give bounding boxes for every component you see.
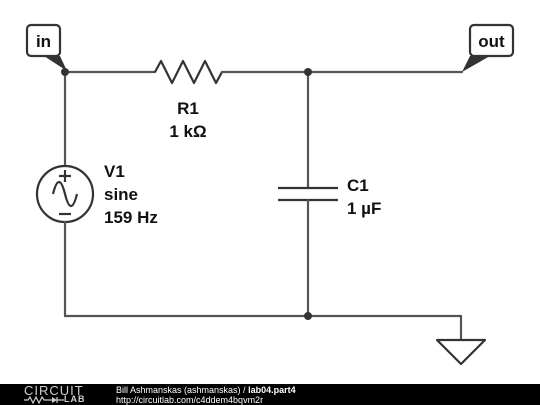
ground-symbol bbox=[435, 314, 487, 366]
logo-circuit-text: CIRCUIT bbox=[24, 383, 84, 398]
node-in bbox=[61, 68, 69, 76]
v1-value: 159 Hz bbox=[104, 208, 158, 227]
circuit-schematic: in out R1 1 kΩ C1 1 µF V1 sine 159 Hz bbox=[25, 23, 515, 366]
port-in: in bbox=[25, 23, 67, 71]
footer-separator: / bbox=[240, 384, 249, 395]
footer-url[interactable]: http://circuitlab.com/c4ddem4bqvm2r bbox=[116, 394, 264, 405]
c1-value: 1 µF bbox=[347, 199, 381, 218]
footer-schematic-name[interactable]: lab04.part4 bbox=[248, 384, 296, 395]
capacitor-c1 bbox=[278, 186, 338, 202]
r1-value: 1 kΩ bbox=[169, 122, 206, 141]
footer-bar: CIRCUIT LAB Bill Ashmanskas (ashmanskas)… bbox=[0, 384, 540, 405]
logo-lab-text: LAB bbox=[64, 394, 86, 404]
logo-waveform-icon bbox=[24, 396, 64, 404]
footer-author[interactable]: Bill Ashmanskas (ashmanskas) bbox=[116, 384, 241, 395]
voltage-source-v1 bbox=[35, 164, 95, 224]
v1-name: V1 bbox=[104, 162, 125, 181]
port-in-label: in bbox=[36, 32, 51, 51]
circuitlab-logo: CIRCUIT LAB bbox=[0, 384, 100, 405]
footer-title-line: Bill Ashmanskas (ashmanskas) / lab04.par… bbox=[116, 385, 296, 395]
r1-name: R1 bbox=[177, 99, 199, 118]
footer-info: Bill Ashmanskas (ashmanskas) / lab04.par… bbox=[116, 385, 296, 405]
node-cap-top bbox=[304, 68, 312, 76]
node-cap-bottom bbox=[304, 312, 312, 320]
c1-name: C1 bbox=[347, 176, 369, 195]
port-out-label: out bbox=[478, 32, 505, 51]
v1-type: sine bbox=[104, 185, 138, 204]
port-out: out bbox=[462, 23, 515, 72]
resistor-r1 bbox=[154, 59, 223, 85]
